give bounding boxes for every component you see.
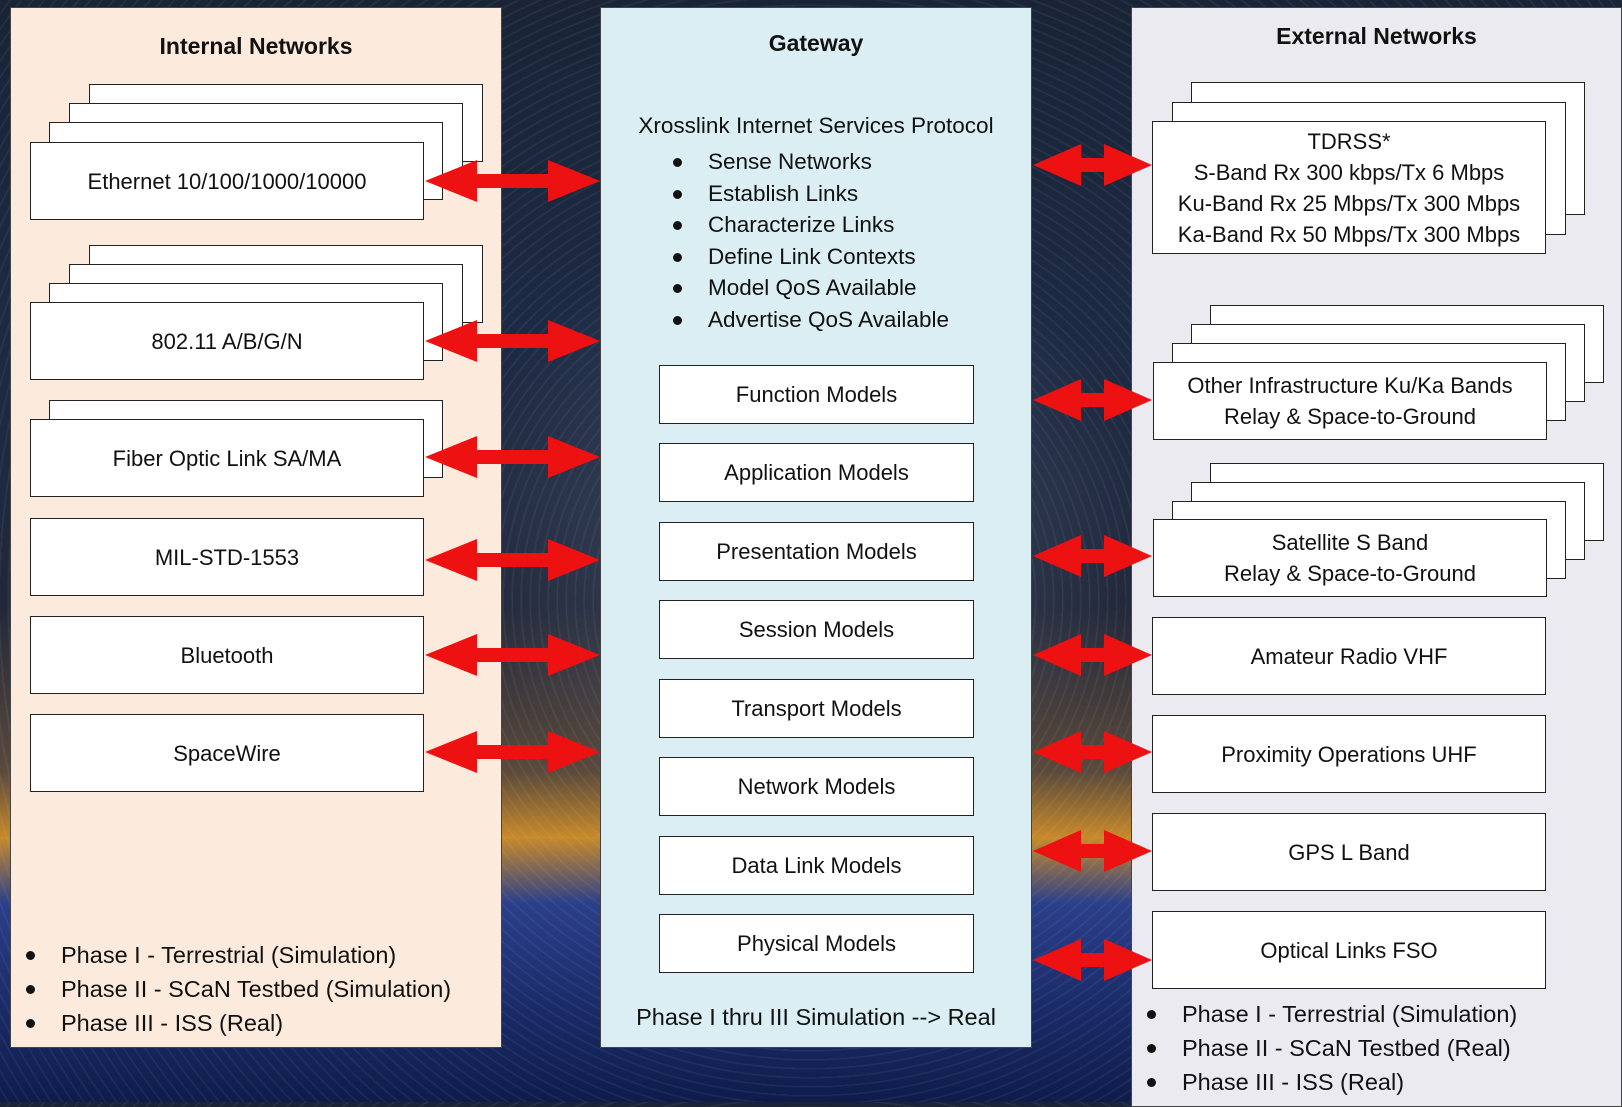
- session-models-label: Session Models: [738, 617, 895, 642]
- arrow-spacewire-gateway: [425, 731, 600, 773]
- gps-label: GPS L Band: [1288, 839, 1410, 865]
- protocol-item: Define Link Contexts: [673, 241, 949, 273]
- fiber-optic-label: Fiber Optic Link SA/MA: [112, 445, 342, 471]
- spacewire-label: SpaceWire: [173, 740, 281, 766]
- gateway-panel: Gateway Xrosslink Internet Services Prot…: [600, 7, 1032, 1048]
- application-models-label: Application Models: [724, 460, 909, 485]
- external-phase-item: Phase I - Terrestrial (Simulation): [1142, 997, 1517, 1031]
- arrow-gateway-optical: [1033, 939, 1152, 981]
- session-models-box: Session Models: [659, 600, 974, 659]
- internal-phase-item: Phase I - Terrestrial (Simulation): [21, 938, 451, 972]
- mil-std-1553-label: MIL-STD-1553: [154, 544, 300, 570]
- gateway-title: Gateway: [768, 30, 864, 56]
- external-phase-list: Phase I - Terrestrial (Simulation) Phase…: [1142, 997, 1517, 1099]
- network-models-label: Network Models: [737, 774, 896, 799]
- optical-links-node: Optical Links FSO: [1152, 911, 1546, 989]
- network-models-box: Network Models: [659, 757, 974, 816]
- internal-networks-panel: Internal Networks Ethernet 10/100/1000/1…: [10, 7, 502, 1048]
- internal-networks-title: Internal Networks: [159, 33, 353, 59]
- satellite-line: Relay & Space-to-Ground: [1224, 561, 1476, 586]
- other-infra-line: Other Infrastructure Ku/Ka Bands: [1187, 373, 1513, 398]
- external-phase-item: Phase III - ISS (Real): [1142, 1065, 1517, 1099]
- ethernet-label: Ethernet 10/100/1000/10000: [87, 168, 367, 194]
- bluetooth-node: Bluetooth: [30, 616, 424, 694]
- data-link-models-label: Data Link Models: [731, 853, 902, 878]
- transport-models-label: Transport Models: [731, 696, 902, 721]
- tdrss-line: Ka-Band Rx 50 Mbps/Tx 300 Mbps: [1177, 221, 1521, 247]
- external-phase-item: Phase II - SCaN Testbed (Real): [1142, 1031, 1517, 1065]
- amateur-radio-label: Amateur Radio VHF: [1250, 643, 1448, 669]
- satellite-line: Satellite S Band: [1271, 530, 1429, 555]
- arrow-gateway-proximity: [1033, 731, 1152, 773]
- physical-models-label: Physical Models: [737, 931, 896, 956]
- gateway-footer: Phase I thru III Simulation --> Real: [636, 1004, 996, 1030]
- arrow-gateway-other-infrastructure: [1033, 379, 1152, 421]
- internal-phase-item: Phase III - ISS (Real): [21, 1006, 451, 1040]
- bluetooth-label: Bluetooth: [180, 642, 274, 668]
- tdrss-line: Ku-Band Rx 25 Mbps/Tx 300 Mbps: [1177, 190, 1521, 216]
- protocol-title: Xrosslink Internet Services Protocol: [638, 113, 994, 138]
- protocol-item: Characterize Links: [673, 209, 949, 241]
- arrow-gateway-amateur-radio: [1033, 634, 1152, 676]
- protocol-item: Sense Networks: [673, 146, 949, 178]
- presentation-models-box: Presentation Models: [659, 522, 974, 581]
- other-infra-line: Relay & Space-to-Ground: [1224, 404, 1476, 429]
- arrow-gateway-tdrss: [1033, 144, 1152, 186]
- optical-links-label: Optical Links FSO: [1260, 937, 1438, 963]
- presentation-models-label: Presentation Models: [716, 539, 917, 564]
- application-models-box: Application Models: [659, 443, 974, 502]
- satellite-s-band-node: Satellite S Band Relay & Space-to-Ground: [1153, 519, 1547, 597]
- tdrss-node: TDRSS* S-Band Rx 300 kbps/Tx 6 Mbps Ku-B…: [1152, 121, 1546, 254]
- internal-phase-item: Phase II - SCaN Testbed (Simulation): [21, 972, 451, 1006]
- spacewire-node: SpaceWire: [30, 714, 424, 792]
- protocol-capabilities-list: Sense Networks Establish Links Character…: [673, 146, 949, 336]
- proximity-operations-label: Proximity Operations UHF: [1221, 741, 1477, 767]
- arrow-fiber-gateway: [425, 436, 600, 478]
- external-networks-title: External Networks: [1276, 23, 1477, 49]
- gps-node: GPS L Band: [1152, 813, 1546, 891]
- internal-phase-list: Phase I - Terrestrial (Simulation) Phase…: [21, 938, 451, 1040]
- mil-std-1553-node: MIL-STD-1553: [30, 518, 424, 596]
- fiber-optic-node: Fiber Optic Link SA/MA: [30, 419, 424, 497]
- protocol-item: Model QoS Available: [673, 272, 949, 304]
- external-networks-panel: External Networks TDRSS* S-Band Rx 300 k…: [1131, 7, 1622, 1107]
- physical-models-box: Physical Models: [659, 914, 974, 973]
- transport-models-box: Transport Models: [659, 679, 974, 738]
- arrow-gateway-satellite: [1033, 535, 1152, 577]
- amateur-radio-node: Amateur Radio VHF: [1152, 617, 1546, 695]
- arrow-mil-std-gateway: [425, 539, 600, 581]
- arrow-wifi-gateway: [425, 320, 600, 362]
- tdrss-line: TDRSS*: [1307, 128, 1391, 154]
- data-link-models-box: Data Link Models: [659, 836, 974, 895]
- function-models-label: Function Models: [735, 382, 898, 407]
- wifi-label: 802.11 A/B/G/N: [151, 328, 303, 354]
- wifi-node: 802.11 A/B/G/N: [30, 302, 424, 380]
- tdrss-line: S-Band Rx 300 kbps/Tx 6 Mbps: [1193, 159, 1505, 185]
- arrow-bluetooth-gateway: [425, 634, 600, 676]
- proximity-operations-node: Proximity Operations UHF: [1152, 715, 1546, 793]
- arrow-ethernet-gateway: [425, 160, 600, 202]
- arrow-gateway-gps: [1033, 830, 1152, 872]
- ethernet-node: Ethernet 10/100/1000/10000: [30, 142, 424, 220]
- protocol-item: Establish Links: [673, 178, 949, 210]
- protocol-item: Advertise QoS Available: [673, 304, 949, 336]
- function-models-box: Function Models: [659, 365, 974, 424]
- other-infrastructure-node: Other Infrastructure Ku/Ka Bands Relay &…: [1153, 362, 1547, 440]
